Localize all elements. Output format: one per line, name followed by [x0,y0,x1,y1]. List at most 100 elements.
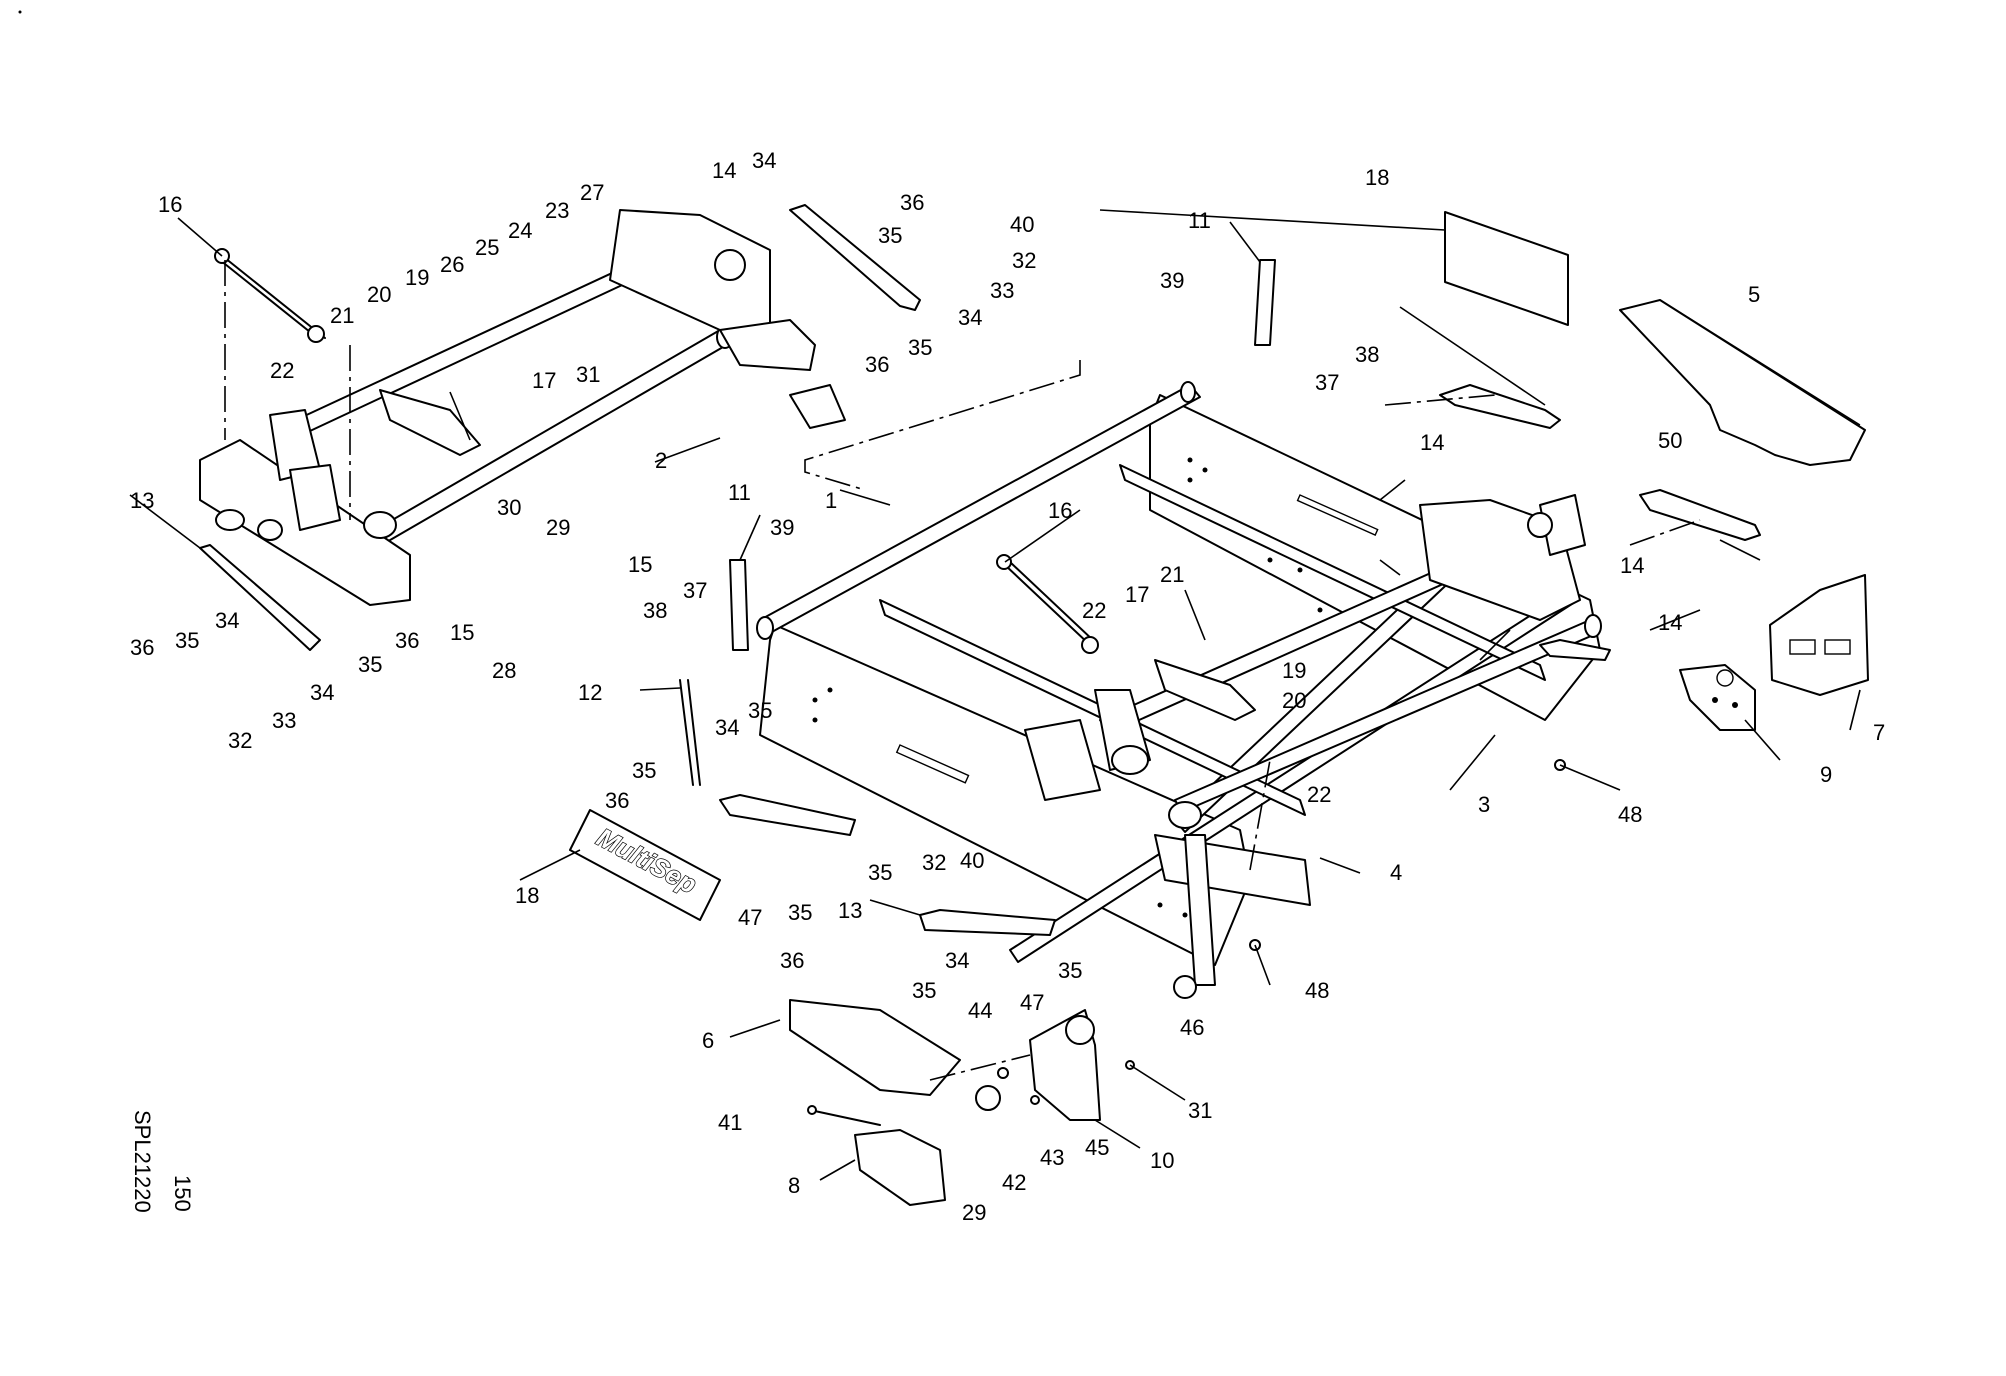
callout-39-left: 39 [770,515,794,540]
callout-35-j: 35 [1058,958,1082,983]
leader-lines [129,209,1861,1181]
callout-4: 4 [1390,860,1402,885]
drawing-code: SPL21220 [130,1110,155,1213]
callout-13-center: 13 [838,898,862,923]
callout-44: 44 [968,998,992,1023]
bracket-8 [854,1129,946,1206]
callout-14-right-3: 14 [1658,610,1682,635]
callout-2: 2 [655,448,667,473]
callout-47-left: 47 [738,905,762,930]
callout-18-top: 18 [1365,165,1389,190]
top-right-plate [1619,299,1866,466]
callout-35-i: 35 [912,978,936,1003]
callout-3: 3 [1478,792,1490,817]
callout-9: 9 [1820,762,1832,787]
callout-32-left: 32 [228,728,252,753]
callout-35-a: 35 [878,223,902,248]
callout-47-center: 47 [1020,990,1044,1015]
callout-31-bottom: 31 [1188,1098,1212,1123]
callout-19-left: 19 [405,265,429,290]
callout-26: 26 [440,252,464,277]
callout-38-right: 38 [1355,342,1379,367]
callout-35-f: 35 [632,758,656,783]
callout-21-left: 21 [330,303,354,328]
sheet-number: 150 [170,1175,195,1212]
callout-18-decal: 18 [515,883,539,908]
callout-1: 1 [825,488,837,513]
callout-34-b: 34 [958,305,982,330]
callout-labels: 1 2 3 4 5 6 7 8 9 10 11 11 12 13 13 14 1… [130,148,1885,1225]
callout-8: 8 [788,1173,800,1198]
callout-15-a: 15 [450,620,474,645]
right-cross-assembly [996,494,1602,829]
callout-22-right-bottom: 22 [1307,782,1331,807]
callout-34-d: 34 [310,680,334,705]
bracket-10 [975,1009,1101,1121]
callout-35-c: 35 [175,628,199,653]
drawing-code-block: SPL21220 150 [130,1110,195,1213]
callout-10: 10 [1150,1148,1174,1173]
callout-11-left: 11 [728,480,751,505]
callout-30: 30 [497,495,521,520]
mount-bracket-7 [1769,574,1869,696]
callout-48-center: 48 [1305,978,1329,1003]
multisep-decal: MultiSep [569,809,721,921]
callout-13-left: 13 [130,488,154,513]
callout-32-center: 32 [922,850,946,875]
callout-46: 46 [1180,1015,1204,1040]
callout-23: 23 [545,198,569,223]
callout-17-right: 17 [1125,582,1149,607]
callout-50: 50 [1658,428,1682,453]
callout-16-right: 16 [1048,498,1072,523]
fasteners [807,759,1566,1126]
callout-28: 28 [492,658,516,683]
callout-40-top: 40 [1010,212,1034,237]
callout-12: 12 [578,680,602,705]
callout-36-d: 36 [395,628,419,653]
callout-14-right-2: 14 [1620,553,1644,578]
callout-17-left: 17 [532,368,556,393]
callout-29-bottom: 29 [962,1200,986,1225]
callout-34-e: 34 [715,715,739,740]
center-lines [224,260,1701,1081]
callout-38-left: 38 [643,598,667,623]
callout-34-a: 34 [752,148,776,173]
callout-20-left: 20 [367,282,391,307]
corner-mark [18,10,22,14]
callout-24: 24 [508,218,532,243]
callout-35-h: 35 [868,860,892,885]
callout-36-b: 36 [865,352,889,377]
callout-37-right: 37 [1315,370,1339,395]
callout-25: 25 [475,235,499,260]
callout-22-right-top: 22 [1082,598,1106,623]
callout-35-e: 35 [748,698,772,723]
callout-37-left: 37 [683,578,707,603]
callout-15-b: 15 [628,552,652,577]
callout-39-right: 39 [1160,268,1184,293]
callout-36-f: 36 [780,948,804,973]
callout-48-right: 48 [1618,802,1642,827]
links-13 [199,544,1056,936]
callout-31-left: 31 [576,362,600,387]
callout-5: 5 [1748,282,1760,307]
callout-21-right: 21 [1160,562,1184,587]
callout-35-d: 35 [358,652,382,677]
lower-side-plate [1154,834,1311,999]
callout-16-left: 16 [158,192,182,217]
callout-34-c: 34 [215,608,239,633]
callout-41: 41 [718,1110,742,1135]
callout-22-left: 22 [270,358,294,383]
callout-45: 45 [1085,1135,1109,1160]
callout-29-left: 29 [546,515,570,540]
callout-35-g: 35 [788,900,812,925]
mount-plate-9 [1679,664,1756,731]
callout-7: 7 [1873,720,1885,745]
callout-36-e: 36 [605,788,629,813]
links-14 [789,204,1761,661]
lower-plate-6 [789,999,961,1096]
links-11 [679,259,1276,786]
callout-20-right: 20 [1282,688,1306,713]
callout-36-c: 36 [130,635,154,660]
callout-34-f: 34 [945,948,969,973]
